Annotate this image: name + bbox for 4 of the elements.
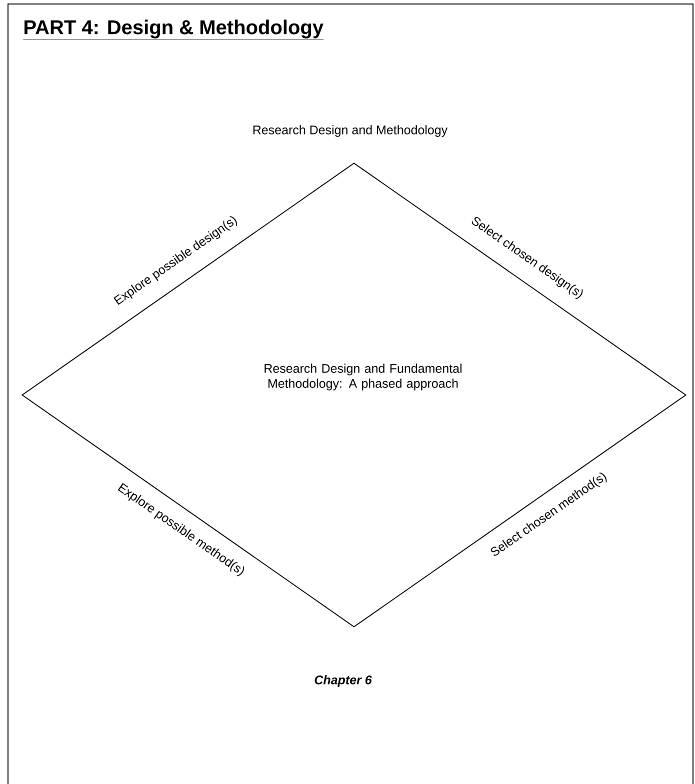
chapter-label: Chapter 6 [314,675,372,687]
heading: Research Design and Methodology [253,125,448,137]
diamond-text: Research Design and Fundamental Methodology: A phased approach [264,364,462,390]
title: PART 4: Design & Methodology [23,20,324,40]
